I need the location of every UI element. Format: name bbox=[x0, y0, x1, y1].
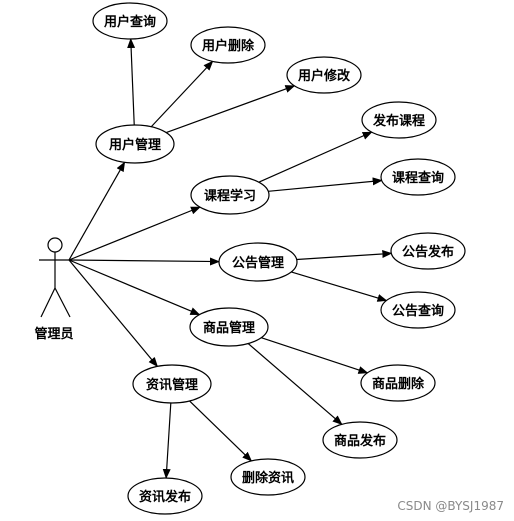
usecase-course-query-label: 课程查询 bbox=[392, 170, 444, 186]
usecase-news-delete: 删除资讯 bbox=[230, 458, 306, 496]
actor-left-leg bbox=[40, 287, 56, 318]
usecase-notice-publish: 公告发布 bbox=[390, 232, 466, 270]
usecase-user-modify: 用户修改 bbox=[286, 56, 362, 94]
usecase-notice-query: 公告查询 bbox=[380, 291, 456, 329]
usecase-goods-manage-label: 商品管理 bbox=[203, 320, 255, 336]
usecase-notice-manage: 公告管理 bbox=[218, 242, 298, 282]
usecase-news-manage-label: 资讯管理 bbox=[146, 377, 198, 393]
usecase-user-modify-label: 用户修改 bbox=[297, 68, 351, 84]
usecase-goods-manage-ellipse bbox=[189, 307, 269, 347]
usecase-course-study-label: 课程学习 bbox=[204, 188, 256, 204]
edge-usecase-user-manage-to-usecase-user-delete bbox=[150, 60, 214, 128]
edge-actor-admin-to-usecase-notice-manage bbox=[68, 257, 221, 266]
edge-usecase-course-study-to-usecase-course-query bbox=[268, 177, 383, 192]
usecase-course-publish-label: 发布课程 bbox=[372, 113, 425, 129]
usecase-notice-publish-label: 公告发布 bbox=[402, 244, 454, 260]
actor-label: 管理员 bbox=[34, 326, 73, 342]
usecase-notice-publish-ellipse bbox=[390, 232, 466, 270]
usecase-user-manage-label: 用户管理 bbox=[108, 137, 161, 153]
usecase-course-study-ellipse bbox=[190, 175, 270, 215]
usecase-news-publish: 资讯发布 bbox=[127, 477, 203, 515]
usecase-course-query: 课程查询 bbox=[380, 158, 456, 196]
usecase-course-query-ellipse bbox=[380, 158, 456, 196]
usecase-goods-publish: 商品发布 bbox=[322, 421, 398, 459]
usecase-goods-publish-ellipse bbox=[322, 421, 398, 459]
usecase-news-publish-label: 资讯发布 bbox=[139, 489, 191, 505]
actor-right-leg bbox=[54, 287, 71, 318]
actor-head bbox=[47, 237, 63, 253]
watermark: CSDN @BYSJ1987 bbox=[397, 499, 504, 513]
edge-actor-admin-to-usecase-user-manage bbox=[68, 161, 126, 261]
usecase-user-delete-ellipse bbox=[190, 26, 266, 64]
usecase-goods-publish-label: 商品发布 bbox=[334, 433, 386, 449]
usecase-user-manage: 用户管理 bbox=[95, 124, 175, 164]
edge-usecase-course-study-to-usecase-course-publish bbox=[258, 131, 373, 183]
edge-usecase-news-manage-to-usecase-news-delete bbox=[189, 400, 253, 462]
usecase-course-study: 课程学习 bbox=[190, 175, 270, 215]
usecase-user-delete: 用户删除 bbox=[190, 26, 266, 64]
usecase-course-publish-ellipse bbox=[361, 101, 437, 139]
usecase-news-delete-ellipse bbox=[230, 458, 306, 496]
usecase-user-modify-ellipse bbox=[286, 56, 362, 94]
edge-usecase-notice-manage-to-usecase-notice-publish bbox=[296, 249, 393, 261]
usecase-user-manage-ellipse bbox=[95, 124, 175, 164]
edge-actor-admin-to-usecase-goods-manage bbox=[68, 259, 201, 316]
usecase-goods-delete: 商品删除 bbox=[360, 364, 436, 402]
usecase-notice-manage-label: 公告管理 bbox=[232, 255, 284, 271]
edge-actor-admin-to-usecase-course-study bbox=[68, 206, 201, 261]
usecase-user-query-ellipse bbox=[92, 2, 168, 40]
edge-usecase-news-manage-to-usecase-news-publish bbox=[162, 402, 172, 480]
usecase-course-publish: 发布课程 bbox=[361, 101, 437, 139]
usecase-goods-manage: 商品管理 bbox=[189, 307, 269, 347]
usecase-goods-delete-ellipse bbox=[360, 364, 436, 402]
usecase-notice-query-label: 公告查询 bbox=[392, 303, 444, 319]
edge-actor-admin-to-usecase-news-manage bbox=[68, 259, 159, 368]
usecase-news-manage-ellipse bbox=[132, 364, 212, 404]
usecase-user-query-label: 用户查询 bbox=[103, 14, 156, 30]
association-lines bbox=[68, 37, 393, 480]
usecase-user-query: 用户查询 bbox=[92, 2, 168, 40]
usecase-notice-manage-ellipse bbox=[218, 242, 298, 282]
edge-usecase-goods-manage-to-usecase-goods-publish bbox=[247, 343, 343, 425]
usecase-user-delete-label: 用户删除 bbox=[201, 38, 255, 54]
edge-usecase-notice-manage-to-usecase-notice-query bbox=[291, 271, 388, 302]
actor-figure: 管理员 bbox=[34, 237, 74, 342]
edge-usecase-user-manage-to-usecase-user-query bbox=[127, 37, 136, 126]
edge-usecase-goods-manage-to-usecase-goods-delete bbox=[261, 337, 369, 374]
edge-usecase-user-manage-to-usecase-user-modify bbox=[166, 85, 296, 134]
usecase-news-publish-ellipse bbox=[127, 477, 203, 515]
usecase-news-delete-label: 删除资讯 bbox=[242, 470, 294, 486]
usecase-news-manage: 资讯管理 bbox=[132, 364, 212, 404]
usecase-notice-query-ellipse bbox=[380, 291, 456, 329]
usecase-goods-delete-label: 商品删除 bbox=[372, 376, 425, 392]
